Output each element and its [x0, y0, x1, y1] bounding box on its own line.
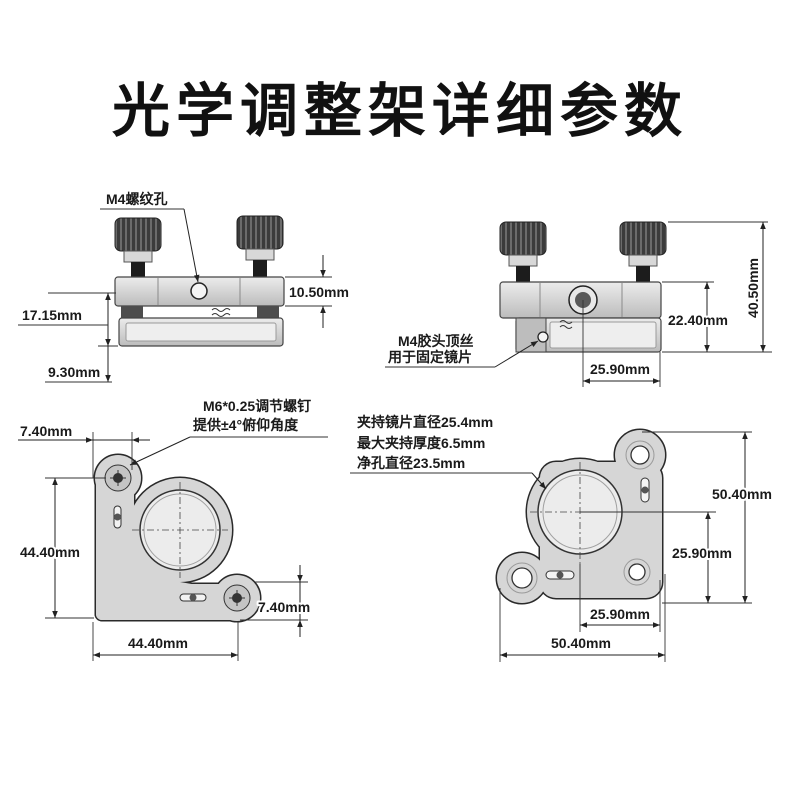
- pin-head: [189, 594, 197, 601]
- screw-thread: [253, 260, 267, 277]
- front-plate: [114, 276, 285, 307]
- adjustment-knob-right: [236, 215, 284, 277]
- dimension-top-offset: 7.40mm: [18, 421, 150, 478]
- adjustment-knob-left: [114, 217, 162, 277]
- lens-spec-callout: 夹持镜片直径25.4mm 最大夹持厚度6.5mm 净孔直径23.5mm: [350, 414, 547, 490]
- adjustment-screw-head: [104, 464, 132, 492]
- callout-leader: [129, 436, 191, 466]
- pin-head: [556, 571, 564, 579]
- pin-head: [641, 486, 649, 494]
- max-thickness-label: 最大夹持厚度6.5mm: [357, 435, 485, 451]
- front-block: [499, 281, 662, 319]
- adjustment-screw-head: [223, 584, 251, 612]
- dimension-value: 44.40mm: [20, 544, 80, 560]
- knob-cap: [114, 217, 162, 252]
- knob-cap: [619, 221, 667, 256]
- dimension-height: 17.15mm: [18, 292, 118, 347]
- back-plate: [118, 317, 284, 347]
- dimension-value: 10.50mm: [289, 284, 349, 300]
- adjustment-screw-note: 提供±4°俯仰角度: [193, 417, 299, 433]
- knob-collar: [245, 248, 275, 261]
- dimension-right-offset: 7.40mm: [240, 565, 312, 637]
- dimension-back-center-height: 25.90mm: [580, 511, 734, 603]
- mounting-hole: [506, 562, 538, 594]
- dimension-back-center-width: 25.90mm: [579, 564, 661, 632]
- dimension-base: 9.30mm: [45, 346, 112, 383]
- callout-leader: [183, 208, 200, 283]
- dimension-value: 7.40mm: [258, 599, 310, 615]
- adjustment-knob-left: [499, 221, 547, 282]
- setscrew-hole: [537, 331, 549, 343]
- dimension-value: 17.15mm: [22, 307, 82, 323]
- clear-aperture-label: 净孔直径23.5mm: [357, 455, 465, 471]
- back-plate-face: [549, 321, 657, 349]
- hole-callout: M4螺纹孔: [100, 191, 200, 283]
- back-view: [495, 428, 667, 605]
- front-view: [93, 453, 262, 623]
- dimension-value: 50.40mm: [551, 635, 611, 651]
- dimension-plate-thickness: 10.50mm: [285, 255, 351, 328]
- dimension-bottom-width: 44.40mm: [92, 622, 239, 661]
- dimension-value: 25.90mm: [590, 606, 650, 622]
- dimension-value: 9.30mm: [48, 364, 100, 380]
- spring-symbol: [211, 308, 231, 317]
- back-plate-face: [125, 322, 277, 342]
- pin-head: [114, 513, 121, 521]
- adjustment-knob-right: [619, 221, 667, 282]
- spring-pin: [545, 570, 575, 580]
- hole-counterbore: [506, 562, 538, 594]
- spring-symbol: [559, 320, 573, 329]
- lens-diameter-label: 夹持镜片直径25.4mm: [357, 414, 493, 430]
- dimension-value: 50.40mm: [712, 486, 772, 502]
- hole-label: M4螺纹孔: [106, 191, 167, 207]
- knob-cap: [236, 215, 284, 250]
- page-title: 光学调整架详细参数: [112, 77, 688, 145]
- knob-cap: [499, 221, 547, 256]
- dimension-total-height: 40.50mm: [662, 221, 772, 353]
- knob-collar: [508, 254, 538, 267]
- spring-pin: [640, 477, 650, 503]
- spring-pin: [113, 505, 122, 529]
- adjustment-screw-label: M6*0.25调节螺钉: [203, 398, 311, 414]
- screw-thread: [131, 262, 145, 277]
- dimension-value: 22.40mm: [668, 312, 728, 328]
- knob-collar: [123, 250, 153, 263]
- side-view-left: [114, 215, 285, 347]
- dimension-bore-offset: 25.90mm: [582, 300, 661, 387]
- setscrew-callout: M4胶头顶丝 用于固定镜片: [385, 333, 539, 368]
- adjustment-screw-callout: M6*0.25调节螺钉 提供±4°俯仰角度: [129, 398, 328, 466]
- mounting-hole: [623, 558, 651, 586]
- back-plate: [515, 317, 662, 353]
- dimension-value: 7.40mm: [20, 423, 72, 439]
- screw-thread: [516, 266, 530, 282]
- screw-thread: [636, 266, 650, 282]
- side-view-right: [499, 221, 667, 353]
- mounting-hole: [625, 440, 655, 470]
- dimension-value: 40.50mm: [745, 258, 761, 318]
- hole: [511, 567, 533, 589]
- spring-gap: [121, 306, 279, 318]
- dimension-value: 25.90mm: [672, 545, 732, 561]
- setscrew-note: 用于固定镜片: [388, 349, 472, 365]
- dimension-back-width: 50.40mm: [499, 574, 666, 662]
- hole: [628, 563, 646, 581]
- hole-counterbore: [625, 440, 655, 470]
- callout-leader: [494, 340, 539, 368]
- knob-collar: [628, 254, 658, 267]
- setscrew-label: M4胶头顶丝: [398, 333, 473, 349]
- dimension-back-height: 50.40mm: [642, 431, 774, 604]
- dimension-value: 44.40mm: [128, 635, 188, 651]
- dimension-left-height: 44.40mm: [18, 477, 106, 619]
- contact-block: [121, 306, 143, 318]
- hole-counterbore: [623, 558, 651, 586]
- hole: [630, 445, 650, 465]
- m4-threaded-hole: [190, 282, 208, 300]
- contact-block: [257, 306, 279, 318]
- dimension-block-height: 22.40mm: [662, 281, 730, 352]
- callout-leader: [531, 472, 547, 490]
- dimension-value: 25.90mm: [590, 361, 650, 377]
- spring-pin: [179, 593, 207, 602]
